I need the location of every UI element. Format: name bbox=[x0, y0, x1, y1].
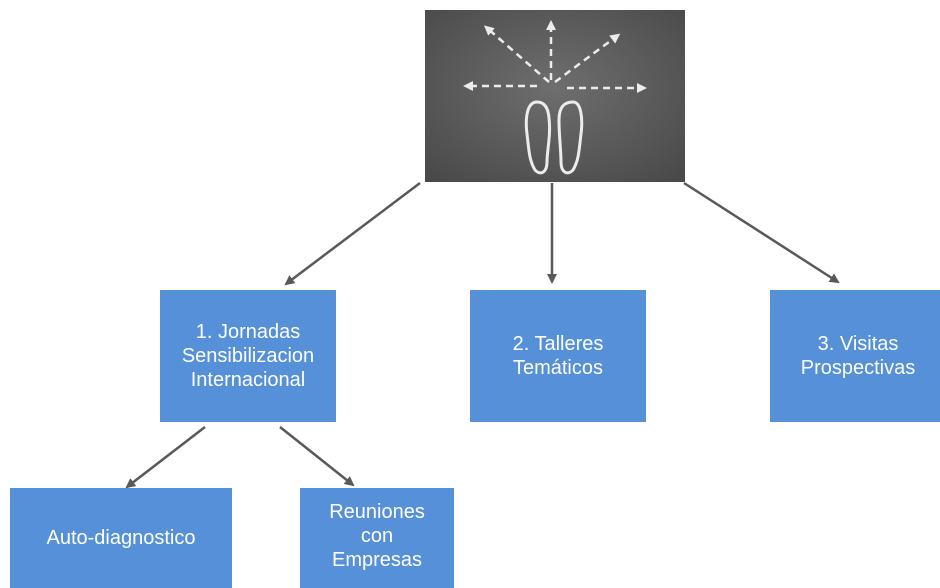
arrow-root-to-visitas bbox=[683, 181, 840, 284]
diagram: 1. Jornadas Sensibilizacion Internaciona… bbox=[10, 10, 940, 588]
node-visitas: 3. Visitas Prospectivas bbox=[770, 290, 940, 422]
node-talleres: 2. Talleres Temáticos bbox=[470, 290, 646, 422]
footprints bbox=[524, 100, 584, 175]
node-reuniones-label: Reuniones con Empresas bbox=[329, 501, 425, 571]
dashed-arrows bbox=[463, 20, 647, 93]
node-reuniones: Reuniones con Empresas bbox=[300, 488, 454, 588]
node-visitas-label: 3. Visitas Prospectivas bbox=[800, 333, 916, 379]
arrow-jornadas-to-reuniones bbox=[279, 426, 355, 487]
node-jornadas-label: 1. Jornadas Sensibilizacion Internaciona… bbox=[181, 321, 315, 391]
connectors bbox=[125, 181, 840, 489]
arrow-root-to-jornadas bbox=[284, 182, 421, 286]
footprints-arrows-icon bbox=[425, 10, 685, 182]
node-jornadas: 1. Jornadas Sensibilizacion Internaciona… bbox=[160, 290, 336, 422]
node-talleres-label: 2. Talleres Temáticos bbox=[512, 333, 604, 379]
node-auto-label: Auto-diagnostico bbox=[46, 527, 196, 549]
arrow-jornadas-to-auto bbox=[125, 426, 206, 489]
node-auto-diagnostico: Auto-diagnostico bbox=[10, 488, 232, 588]
